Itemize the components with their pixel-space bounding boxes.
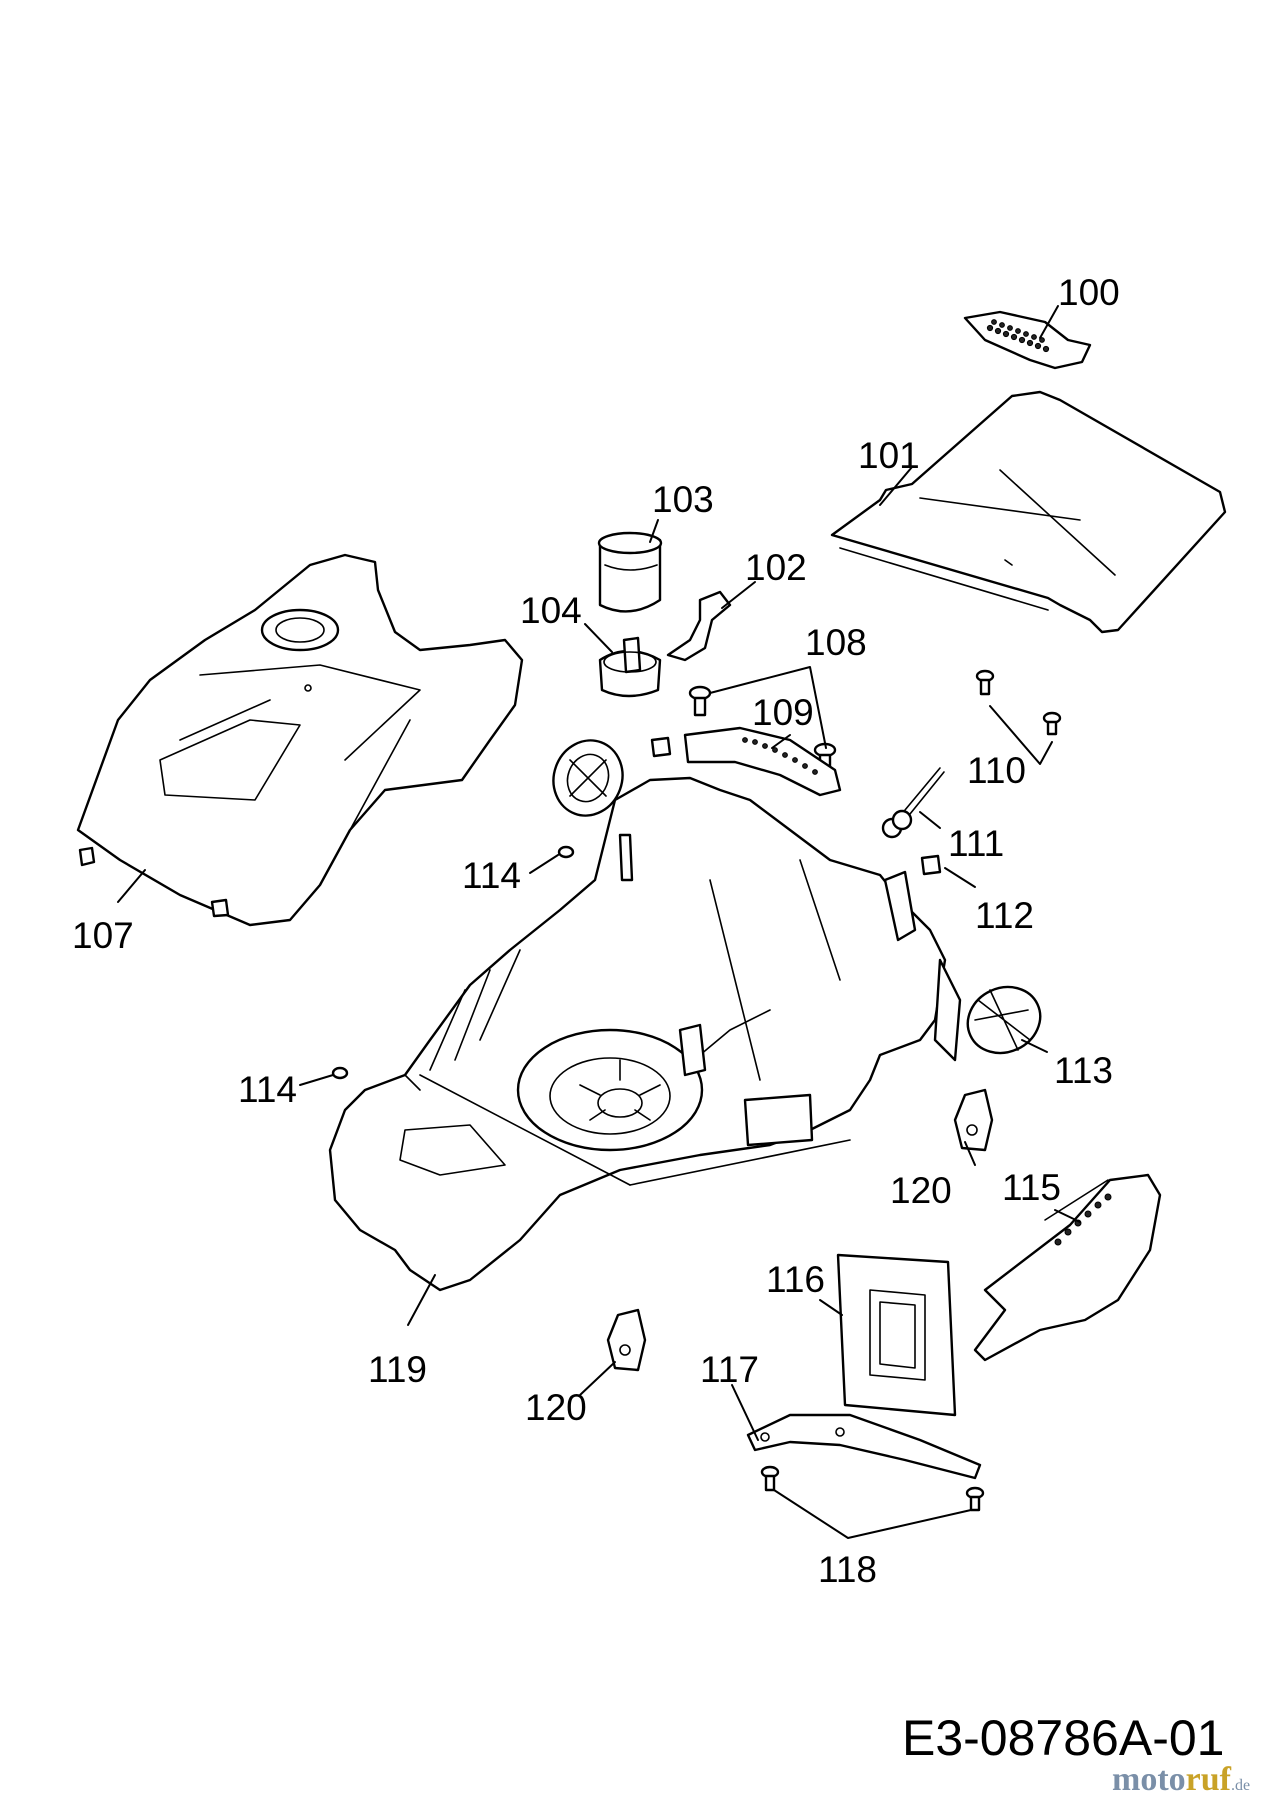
part-115-deflector: [973, 1173, 1162, 1362]
label-112: 112: [975, 895, 1034, 936]
part-103-sleeve: [597, 531, 663, 613]
label-120-right: 120: [890, 1170, 952, 1211]
label-109: 109: [752, 692, 814, 733]
label-115: 115: [1002, 1167, 1061, 1208]
part-101-lid: [830, 390, 1227, 634]
label-101: 101: [858, 435, 920, 476]
label-117: 117: [700, 1349, 759, 1390]
part-117-bracket-bar: [746, 1413, 982, 1480]
part-120-bracket-left: [606, 1308, 647, 1372]
part-102-clip: [666, 590, 732, 662]
part-rear-wheel-cap: [552, 739, 624, 817]
label-114-lower: 114: [238, 1069, 297, 1110]
label-104: 104: [520, 590, 582, 631]
label-100: 100: [1058, 272, 1120, 313]
watermark-logo: motoruf.de: [1112, 1761, 1250, 1798]
part-112-nut: [920, 854, 942, 876]
part-109-grip-bar: [683, 726, 842, 797]
label-118: 118: [818, 1549, 877, 1590]
part-113-wheel-cap: [966, 985, 1042, 1055]
part-116-plate: [836, 1253, 957, 1417]
label-103: 103: [652, 479, 714, 520]
label-114-upper: 114: [462, 855, 521, 896]
label-119: 119: [368, 1349, 427, 1390]
label-102: 102: [745, 547, 807, 588]
label-107: 107: [72, 915, 134, 956]
part-114-washer-lower: [331, 1066, 349, 1080]
part-120-bracket-right: [953, 1088, 994, 1152]
part-100-grip-cover: [963, 310, 1092, 370]
label-111: 111: [948, 823, 1004, 864]
part-118-screws: [760, 1465, 985, 1512]
label-120-left: 120: [525, 1387, 587, 1428]
svg-text:motoruf.de: motoruf.de: [1112, 1761, 1250, 1798]
leader-lines: [117, 305, 1081, 1539]
part-107-top-cover: [76, 553, 524, 927]
part-110-screws: [975, 669, 1062, 736]
label-108: 108: [805, 622, 867, 663]
label-110: 110: [967, 750, 1026, 791]
drawing-code: E3-08786A-01: [902, 1710, 1224, 1766]
part-nut-small: [650, 736, 672, 758]
part-114-washer-upper: [557, 845, 575, 859]
part-104-hub: [598, 636, 662, 698]
part-111-spring: [881, 767, 945, 839]
part-119-main-housing: [328, 776, 962, 1292]
label-116: 116: [766, 1259, 825, 1300]
label-113: 113: [1054, 1050, 1113, 1091]
